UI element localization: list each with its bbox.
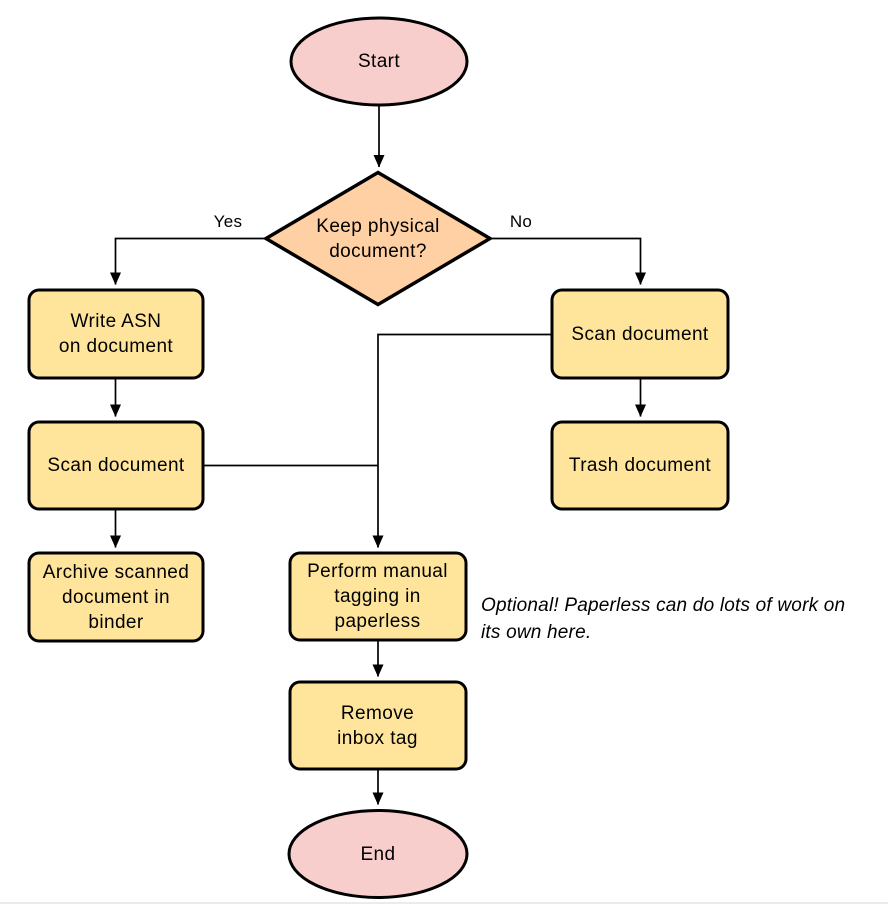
edge-decision-no-to-scan-right xyxy=(492,237,646,285)
edge-scan-right-to-perform-tagging xyxy=(372,333,552,548)
end-terminal-shape xyxy=(287,809,469,899)
decision-diamond-shape xyxy=(262,170,494,307)
edge-decision-yes-to-write-asn xyxy=(110,237,264,285)
archive-box-shape xyxy=(27,551,205,643)
trash-box-shape xyxy=(550,420,730,511)
write-asn-box-shape xyxy=(27,288,205,380)
remove-inbox-box-shape xyxy=(288,680,468,771)
perform-tagging-box-shape xyxy=(288,551,468,642)
scan-right-box-shape xyxy=(550,288,730,380)
bottom-divider-line xyxy=(0,902,888,904)
start-terminal-shape xyxy=(289,16,469,107)
scan-left-box-shape xyxy=(27,420,205,511)
optional-note-text: Optional! Paperless can do lots of work … xyxy=(481,595,846,643)
